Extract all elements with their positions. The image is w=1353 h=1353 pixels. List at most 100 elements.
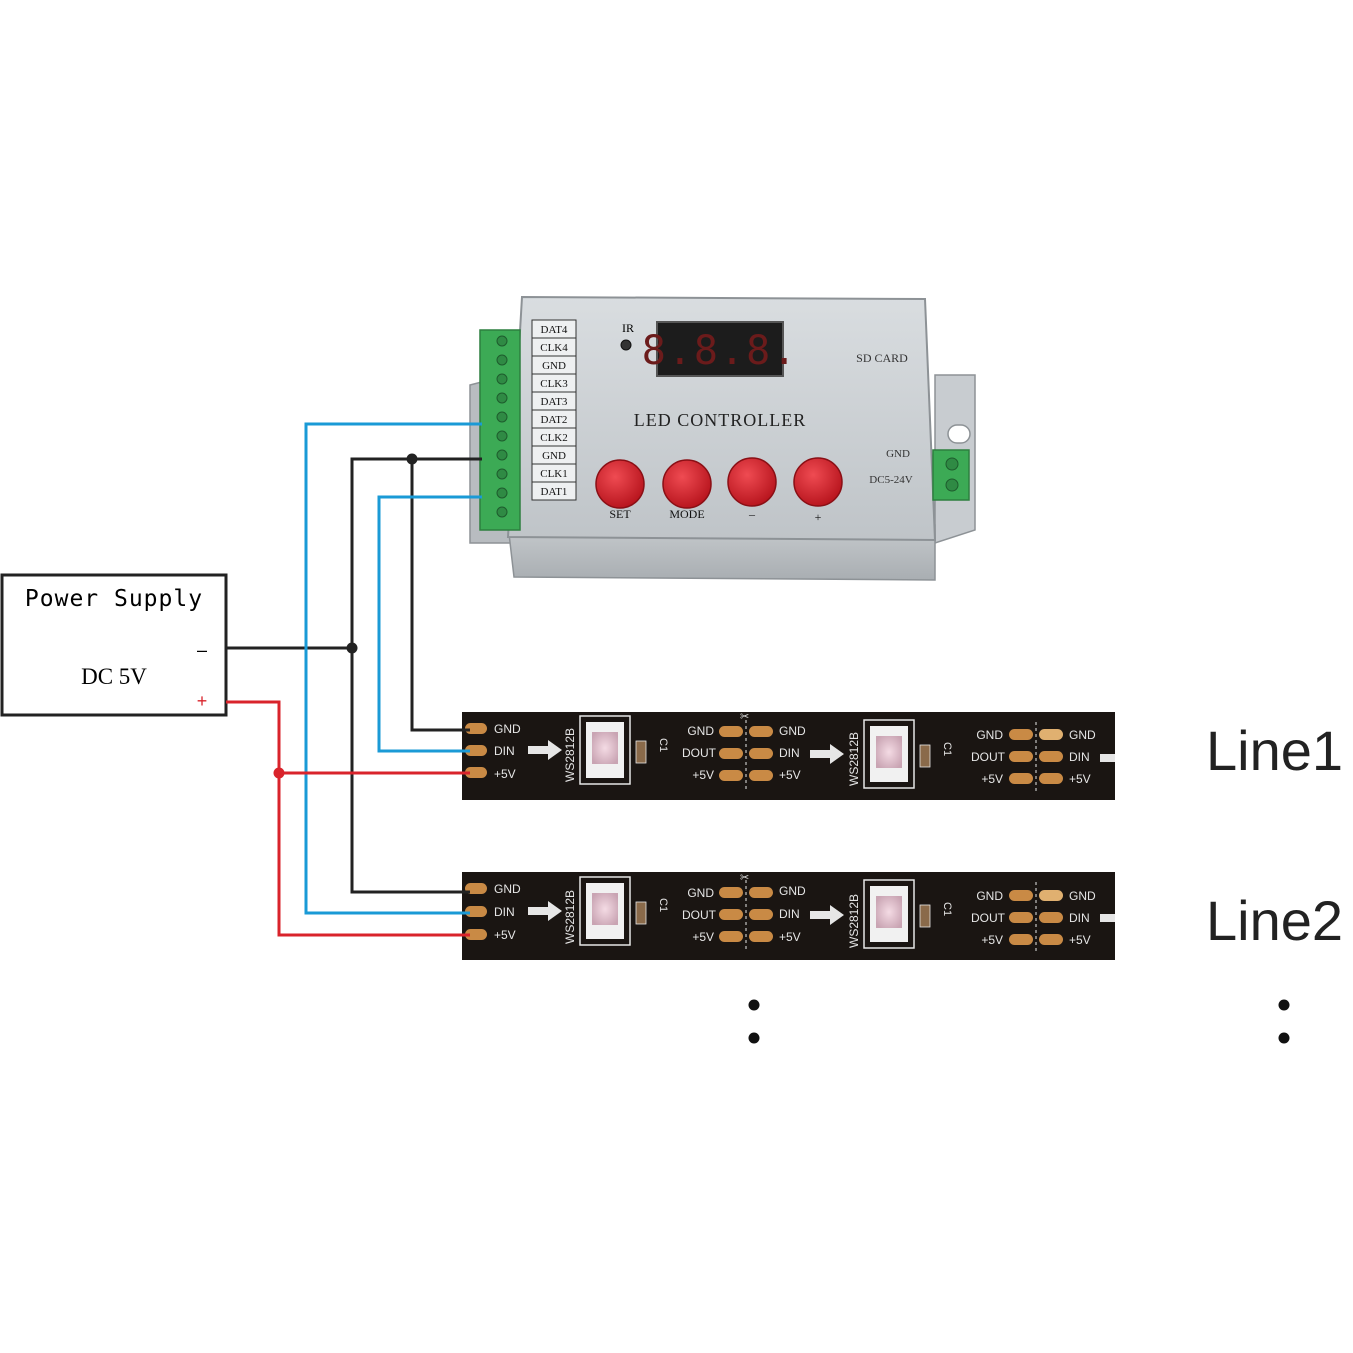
power-terminal-screw — [945, 457, 959, 471]
power-minus-label: – — [197, 640, 207, 660]
terminal-label: DAT2 — [541, 414, 568, 426]
capacitor-label: C1 — [657, 738, 669, 752]
power-supply-box — [0, 573, 228, 717]
led-strip-line1: GND DIN +5V WS2812B C1 GND DOUT +5V GND … — [462, 711, 1115, 800]
mode-button[interactable] — [662, 459, 712, 509]
strip-pad-label: DIN — [494, 905, 515, 919]
strip-pad — [1009, 934, 1033, 945]
gnd-wire — [350, 457, 482, 648]
strip-pad-label: +5V — [981, 772, 1003, 786]
strip-pad — [465, 723, 487, 734]
strip-pad-label: GND — [976, 728, 1003, 742]
scissors-icon: ✂ — [740, 711, 749, 723]
direction-arrow-icon — [810, 744, 844, 764]
controller-title: LED CONTROLLER — [634, 410, 806, 430]
strip-pad — [749, 887, 773, 898]
terminal-label-table — [531, 319, 577, 501]
strip-body — [462, 872, 1115, 960]
strip-pad — [749, 748, 773, 759]
strip-pad — [1039, 773, 1063, 784]
capacitor-label: C1 — [657, 898, 669, 912]
terminal-screws — [496, 335, 508, 518]
minus-button[interactable] — [727, 457, 777, 507]
led-chip-outline — [863, 719, 915, 789]
strip-pad-label: GND — [1069, 728, 1096, 742]
strip-body — [462, 712, 1115, 800]
direction-arrow-icon — [528, 901, 562, 921]
capacitor — [635, 901, 647, 925]
gnd-wire-line1 — [410, 459, 470, 732]
strip-pad-label: GND — [1069, 889, 1096, 903]
set-button[interactable] — [595, 459, 645, 509]
ir-label: IR — [622, 321, 634, 335]
strip-pad-label: GND — [976, 889, 1003, 903]
display-digits: 8.8.8. — [642, 328, 799, 374]
strip-pad — [465, 883, 487, 894]
line1-label: Line1 — [1206, 719, 1343, 782]
chip-label: WS2812B — [847, 732, 861, 786]
direction-arrow-icon — [1100, 754, 1115, 762]
gnd-junction — [346, 642, 358, 654]
plus-button[interactable] — [793, 457, 843, 507]
strip-pad-label: DIN — [1069, 911, 1090, 925]
minus-button-label: – — [748, 507, 756, 521]
power-supply-title: Power Supply — [25, 586, 203, 612]
strip-pad-label: DIN — [779, 907, 800, 921]
strip-pad-label: DOUT — [971, 750, 1006, 764]
power-range-label: DC5-24V — [869, 474, 912, 486]
strip-pad-label: DIN — [779, 746, 800, 760]
line2-label: Line2 — [1206, 889, 1343, 952]
terminal-label: DAT4 — [541, 324, 568, 336]
continuation-dot — [748, 1032, 760, 1044]
sd-card-label: SD CARD — [856, 351, 908, 365]
terminal-label: CLK1 — [540, 468, 568, 480]
strip-pad — [1009, 751, 1033, 762]
strip-pad-label: +5V — [692, 930, 714, 944]
gnd-wire-line2 — [350, 648, 470, 894]
led-die — [876, 736, 902, 768]
strip-pad-label: +5V — [779, 930, 801, 944]
strip-pad — [719, 887, 743, 898]
terminal-label: CLK2 — [540, 432, 568, 444]
strip-pad-label: +5V — [494, 928, 516, 942]
seven-segment-display — [656, 321, 784, 377]
direction-arrow-icon — [1100, 914, 1115, 922]
strip-pad — [1039, 912, 1063, 923]
data-wire-line2 — [304, 422, 482, 915]
terminal-label: CLK3 — [540, 378, 568, 390]
strip-pad — [1009, 890, 1033, 901]
power-junction — [273, 767, 285, 779]
led-strip-line2: GND DIN +5V WS2812B C1 GND DOUT +5V GND … — [462, 872, 1115, 960]
strip-pad — [1039, 729, 1063, 740]
ir-sensor-icon — [620, 339, 632, 351]
power-plus-label: + — [197, 691, 208, 711]
led-controller: DAT4 CLK4 GND CLK3 DAT3 DAT2 CLK2 GND CL… — [469, 295, 976, 581]
led-chip-outline — [579, 876, 631, 946]
strip-pad — [749, 770, 773, 781]
direction-arrow-icon — [528, 740, 562, 760]
strip-pad-label: +5V — [494, 767, 516, 781]
strip-pad — [1009, 773, 1033, 784]
strip-pad — [465, 929, 487, 940]
chip-label: WS2812B — [847, 894, 861, 948]
power-supply-voltage: DC 5V — [81, 664, 147, 689]
capacitor-label: C1 — [941, 902, 953, 916]
strip-pad — [465, 906, 487, 917]
strip-pad — [719, 770, 743, 781]
strip-pad-label: DOUT — [971, 911, 1006, 925]
led-die — [592, 893, 618, 925]
continuation-dot — [1278, 1032, 1290, 1044]
data-wire-line1 — [377, 495, 482, 753]
chip-label: WS2812B — [563, 728, 577, 782]
strip-pad — [749, 909, 773, 920]
gnd-junction — [406, 453, 418, 465]
strip-pad — [1039, 934, 1063, 945]
strip-pad — [1039, 751, 1063, 762]
capacitor — [635, 740, 647, 764]
chip-label: WS2812B — [563, 890, 577, 944]
strip-pad-label: GND — [687, 724, 714, 738]
strip-pad-label: GND — [494, 882, 521, 896]
strip-pad-label: GND — [779, 884, 806, 898]
strip-pad — [719, 748, 743, 759]
